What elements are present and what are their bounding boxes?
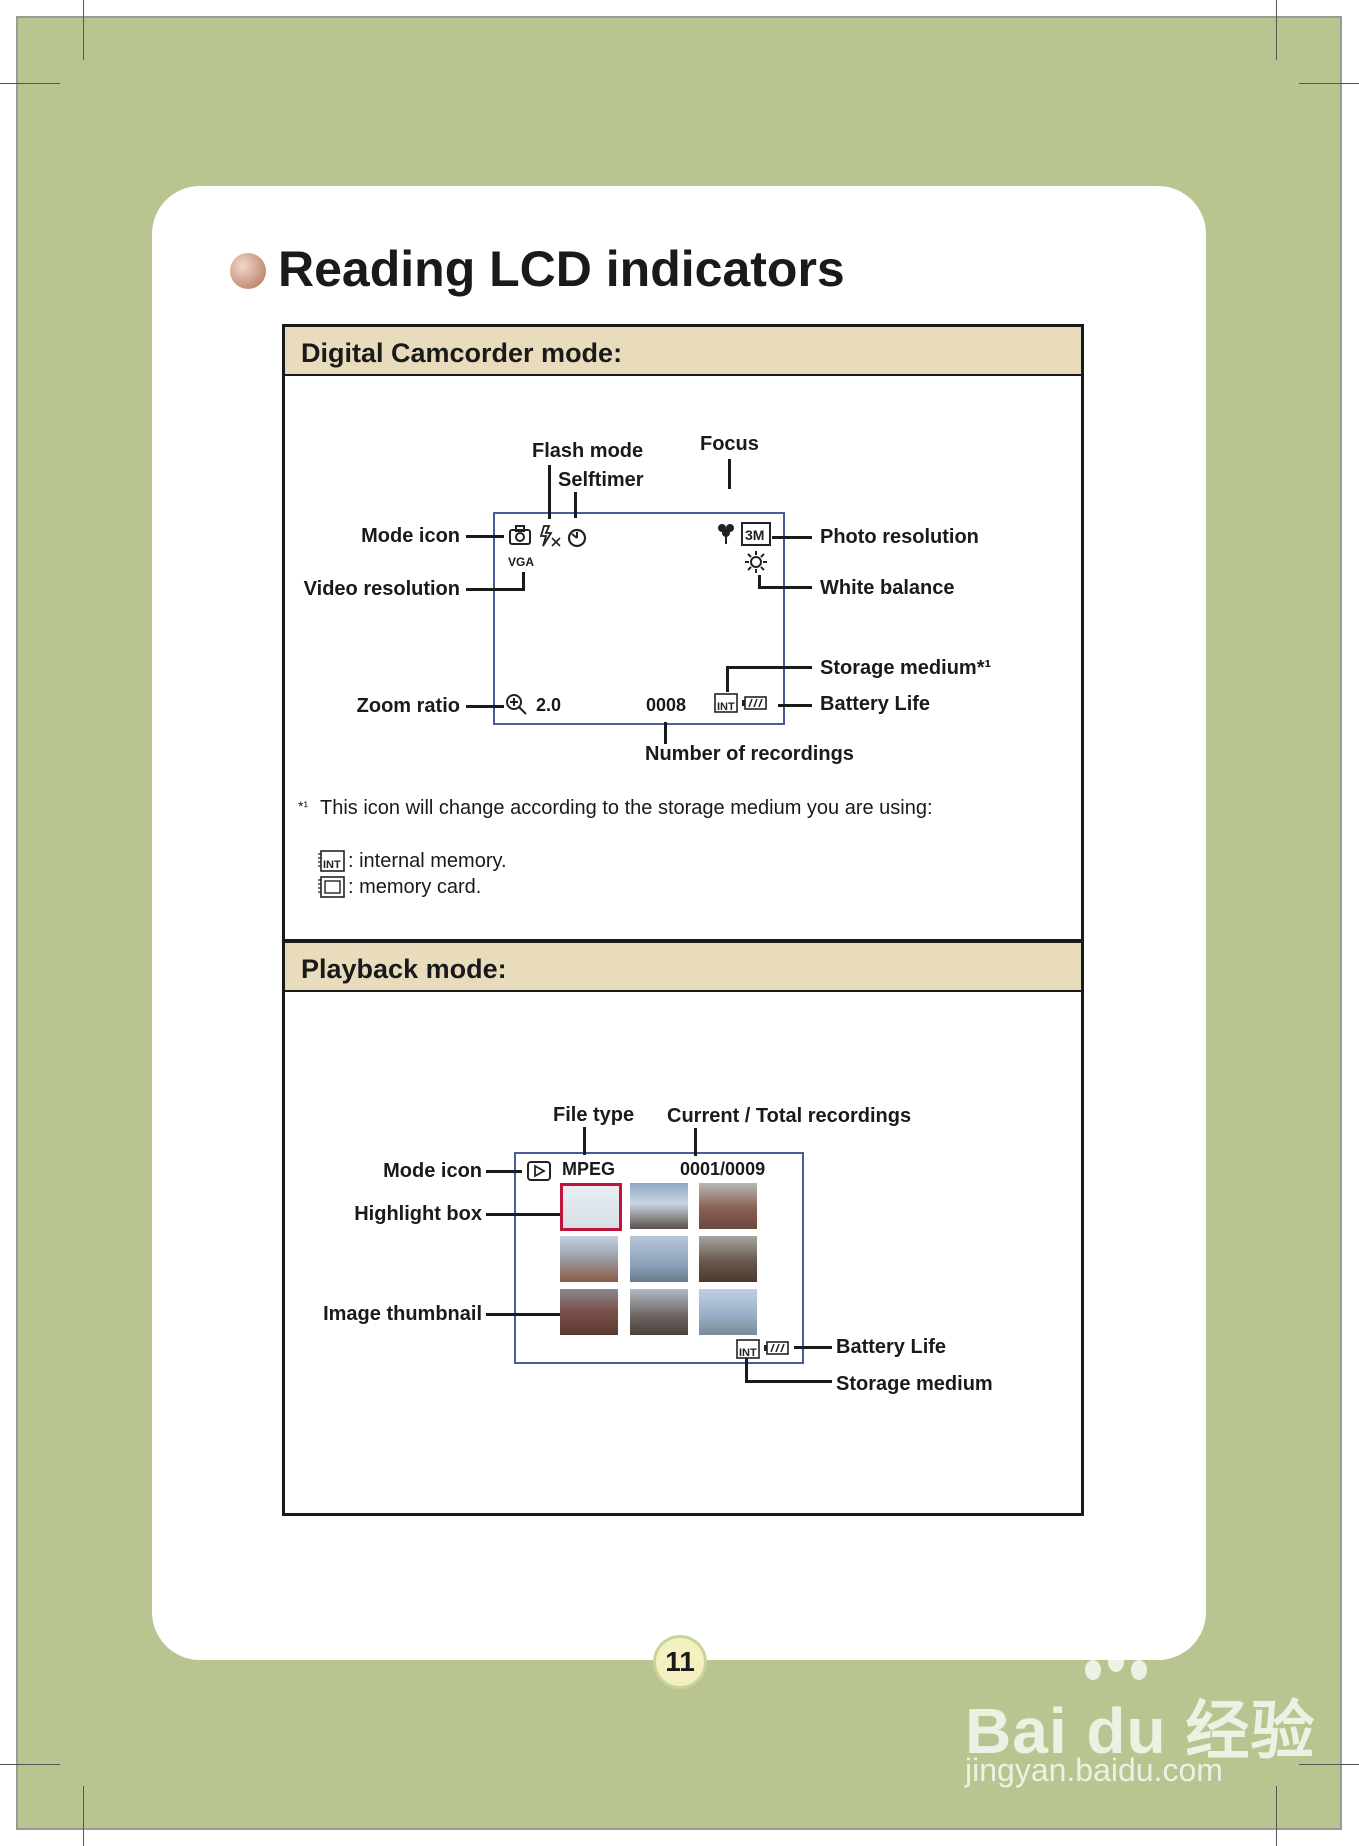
watermark-logo: Bai du 经验 xyxy=(965,1695,1316,1767)
focus-macro-icon xyxy=(716,522,736,551)
number-of-recordings-label: Number of recordings xyxy=(645,743,854,765)
playback-section-header: Playback mode: xyxy=(282,940,1084,992)
image-thumbnail[interactable] xyxy=(699,1289,757,1335)
image-thumbnail[interactable] xyxy=(560,1289,618,1335)
watermark-url: jingyan.baidu.com xyxy=(965,1752,1223,1788)
page-title: Reading LCD indicators xyxy=(278,241,845,297)
image-thumbnail-label: Image thumbnail xyxy=(323,1303,482,1325)
video-resolution-indicator: VGA xyxy=(508,555,535,569)
leader-line xyxy=(583,1127,586,1155)
leader-line xyxy=(778,704,812,707)
leader-line xyxy=(694,1128,697,1156)
file-type-label: File type xyxy=(553,1104,635,1126)
leader-line xyxy=(466,705,504,708)
video-resolution-label: Video resolution xyxy=(303,578,460,600)
flash-icon xyxy=(538,524,562,553)
selftimer-icon xyxy=(566,526,588,553)
leader-line xyxy=(486,1213,560,1216)
leader-line xyxy=(486,1170,522,1173)
leader-line xyxy=(574,492,577,518)
crop-mark xyxy=(83,1786,84,1846)
svg-text:INT: INT xyxy=(717,701,735,713)
leader-line xyxy=(486,1313,560,1316)
leader-line xyxy=(664,722,667,744)
image-thumbnail[interactable] xyxy=(560,1236,618,1282)
photo-resolution-label: Photo resolution xyxy=(820,526,979,548)
footnote-text: This icon will change according to the s… xyxy=(320,797,933,819)
leader-line xyxy=(772,536,812,539)
leader-line xyxy=(758,575,761,589)
photo-resolution-icon: 3M xyxy=(741,522,771,551)
crop-mark xyxy=(1299,1764,1359,1765)
leader-line xyxy=(466,588,524,591)
playback-battery-life-label: Battery Life xyxy=(836,1336,947,1358)
camera-icon xyxy=(508,524,532,551)
bullet-icon xyxy=(230,253,266,289)
image-thumbnail[interactable] xyxy=(699,1183,757,1229)
watermark-paw-icon xyxy=(1108,1652,1124,1672)
svg-text:INT: INT xyxy=(323,859,341,871)
crop-mark xyxy=(1276,1786,1277,1846)
camcorder-lcd-screen xyxy=(493,512,785,725)
storage-medium-label: Storage medium*¹ xyxy=(820,657,992,679)
crop-mark xyxy=(1276,0,1277,60)
crop-mark xyxy=(0,83,60,84)
watermark-paw-icon xyxy=(1131,1660,1147,1680)
leader-line xyxy=(548,465,551,519)
image-thumbnail[interactable] xyxy=(630,1183,688,1229)
recording-counter: 0001/0009 xyxy=(680,1159,766,1179)
playback-storage-medium-label: Storage medium xyxy=(836,1373,993,1395)
content-card xyxy=(152,186,1206,1660)
file-type-value: MPEG xyxy=(562,1159,616,1179)
white-balance-sun-icon xyxy=(744,550,768,579)
leader-line xyxy=(726,666,729,692)
image-thumbnail[interactable] xyxy=(699,1236,757,1282)
zoom-ratio-label: Zoom ratio xyxy=(356,695,460,717)
camcorder-heading: Digital Camcorder mode: xyxy=(301,338,623,368)
zoom-ratio-value: 2.0 xyxy=(536,695,562,715)
leader-line xyxy=(794,1346,832,1349)
leader-line xyxy=(466,535,504,538)
internal-memory-icon: INT xyxy=(713,692,739,719)
playback-heading: Playback mode: xyxy=(301,954,507,984)
leader-line xyxy=(745,1358,748,1383)
playback-mode-icon xyxy=(526,1160,552,1187)
highlight-box-label: Highlight box xyxy=(354,1203,482,1225)
zoom-icon xyxy=(504,692,528,721)
leader-line xyxy=(728,459,731,489)
image-thumbnail[interactable] xyxy=(630,1236,688,1282)
memory-card-icon xyxy=(318,875,346,904)
recording-count: 0008 xyxy=(646,695,687,715)
crop-mark xyxy=(0,1764,60,1765)
focus-label: Focus xyxy=(700,433,759,455)
memory-card-text: : memory card. xyxy=(348,876,482,898)
svg-text:3M: 3M xyxy=(745,527,764,543)
battery-icon xyxy=(764,1340,790,1361)
mode-icon-label: Mode icon xyxy=(361,525,460,547)
camcorder-section-header: Digital Camcorder mode: xyxy=(282,324,1084,376)
leader-line xyxy=(726,666,812,669)
battery-icon xyxy=(742,695,768,716)
leader-line xyxy=(758,586,812,589)
playback-mode-icon-label: Mode icon xyxy=(383,1160,482,1182)
leader-line xyxy=(745,1380,832,1383)
watermark-paw-icon xyxy=(1085,1660,1101,1680)
svg-text:INT: INT xyxy=(739,1347,757,1359)
playback-section-body xyxy=(282,990,1084,1516)
page-number: 11 xyxy=(653,1635,707,1689)
current-total-label: Current / Total recordings xyxy=(667,1105,912,1127)
image-thumbnail[interactable] xyxy=(630,1289,688,1335)
footnote-mark: *¹ xyxy=(298,798,309,814)
flash-mode-label: Flash mode xyxy=(532,440,644,462)
leader-line xyxy=(522,572,525,591)
selftimer-label: Selftimer xyxy=(558,469,644,491)
crop-mark xyxy=(83,0,84,60)
internal-memory-text: : internal memory. xyxy=(348,850,507,872)
white-balance-label: White balance xyxy=(820,577,955,599)
battery-life-label: Battery Life xyxy=(820,693,931,715)
highlight-box[interactable] xyxy=(560,1183,622,1231)
crop-mark xyxy=(1299,83,1359,84)
internal-memory-icon: INT xyxy=(318,849,346,878)
internal-memory-icon: INT xyxy=(735,1338,761,1365)
